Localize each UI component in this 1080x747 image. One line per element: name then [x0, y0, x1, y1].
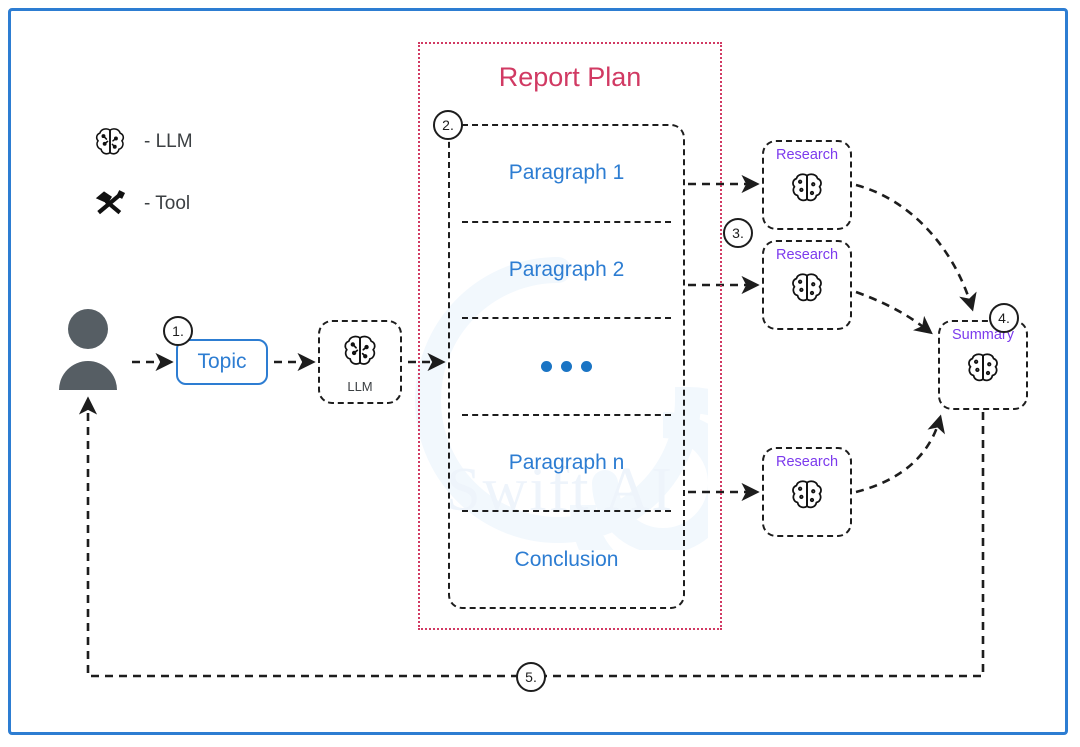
research-node-2[interactable]: Research — [762, 240, 852, 330]
step-badge-3: 3. — [723, 218, 753, 248]
brain-icon — [787, 168, 827, 213]
report-plan-rows: Paragraph 1 Paragraph 2 Paragraph n Conc… — [448, 124, 685, 609]
report-plan-container — [418, 42, 722, 630]
brain-icon — [787, 268, 827, 313]
plan-row-label: Conclusion — [514, 547, 619, 571]
summary-node[interactable]: Summary — [938, 320, 1028, 410]
plan-row-label: Paragraph 2 — [508, 257, 625, 281]
legend-item-llm: - LLM — [90, 118, 193, 166]
plan-row-paragraph-n[interactable]: Paragraph n — [462, 416, 671, 513]
brain-icon — [787, 475, 827, 520]
topic-label: Topic — [197, 350, 247, 373]
brain-icon — [90, 122, 130, 162]
step-badge-5: 5. — [516, 662, 546, 692]
plan-row-label: Paragraph 1 — [508, 161, 625, 185]
legend-item-tool: - Tool — [90, 180, 193, 228]
step-badge-4: 4. — [989, 303, 1019, 333]
research-caption: Research — [775, 247, 839, 263]
legend-label-llm: - LLM — [144, 131, 193, 152]
plan-row-paragraph-2[interactable]: Paragraph 2 — [462, 223, 671, 320]
research-caption: Research — [775, 147, 839, 163]
legend: - LLM - Tool — [90, 118, 193, 242]
research-node-3[interactable]: Research — [762, 447, 852, 537]
llm-box[interactable]: LLM — [318, 320, 402, 404]
brain-icon — [339, 330, 381, 377]
llm-label: LLM — [347, 379, 373, 394]
plan-row-paragraph-1[interactable]: Paragraph 1 — [462, 126, 671, 223]
topic-box[interactable]: Topic — [176, 339, 268, 385]
research-node-1[interactable]: Research — [762, 140, 852, 230]
plan-row-ellipsis — [462, 319, 671, 416]
research-caption: Research — [775, 454, 839, 470]
ellipsis-dots-icon — [541, 360, 592, 372]
brain-icon — [963, 348, 1003, 393]
step-badge-2: 2. — [433, 110, 463, 140]
plan-row-label: Paragraph n — [508, 451, 625, 475]
report-plan-title: Report Plan — [498, 62, 642, 92]
legend-label-tool: - Tool — [144, 193, 191, 214]
user-avatar-icon — [57, 308, 119, 390]
hammer-tools-icon — [90, 184, 130, 224]
step-badge-1: 1. — [163, 316, 193, 346]
diagram-frame — [8, 8, 1068, 735]
plan-row-conclusion[interactable]: Conclusion — [462, 512, 671, 607]
